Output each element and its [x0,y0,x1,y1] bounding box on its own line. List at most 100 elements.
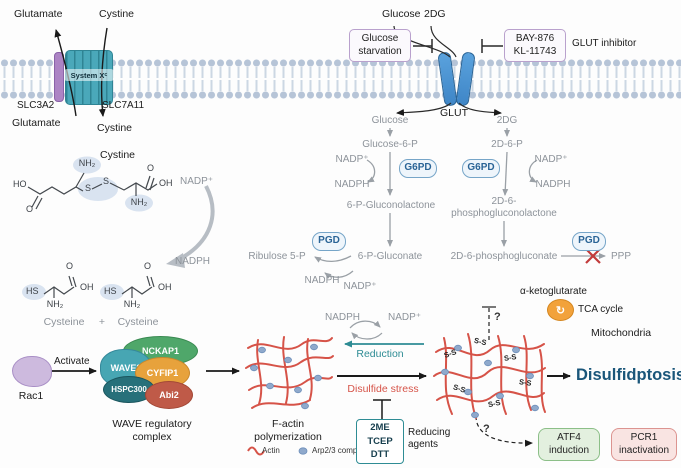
f-actin-line1: F-actin [271,418,305,430]
nh2-label-bottom: NH₂ [130,197,148,207]
ss-bond-label: S-S [503,352,518,363]
ho-label: HO [13,179,27,189]
nadp-left-label: NADP⁺ [335,154,369,165]
f-actin-arp-dots [250,343,322,410]
s-label-1: S [85,183,92,193]
o-label-right: O [147,163,155,173]
ribulose-label: Ribulose 5-P [248,251,306,262]
pcr1-line1: PCR1 [630,432,658,443]
glucose-top-label: Glucose [382,8,421,20]
pcr1-line2: inactivation [618,444,670,456]
f-actin-drawing [245,336,334,409]
alpha-ketoglutarate-label: α-ketoglutarate [520,286,587,297]
agent-dtt: DTT [370,449,390,461]
pgd-enzyme-left: PGD [312,232,346,251]
glut-label: GLUT [440,107,469,119]
slc7a11-label: SLC7A11 [102,100,145,111]
glut-inhibitor-drugs-box: BAY-876 KL-11743 [504,29,566,62]
pgd-label: PGD [318,235,340,247]
plus-label: + [98,316,106,328]
glutamate-top-label: Glutamate [14,8,63,20]
ppp-label: PPP [610,251,632,262]
bay876-label: BAY-876 [515,33,555,44]
mitochondria-label: Mitochondria [591,327,652,339]
membrane-inner-tails [0,80,681,91]
dg-top-label: 2DG [424,8,446,20]
membrane-outer-tails [0,67,681,78]
glut-lines [393,25,503,116]
glucose-starvation-line1: Glucose [361,33,399,44]
agent-2me: 2ME [370,421,390,433]
disulfide-stress-label: Disulfide stress [347,383,419,395]
s-label-2: S [103,176,110,186]
system-xc-text: System X [70,70,105,80]
nadp-below-label: NADP⁺ [343,281,377,292]
cysteine-label-1: Cysteine [43,316,85,328]
ss-bond-label: S-S [473,335,488,348]
2d-6p-label: 2D-6-P [491,139,523,150]
hspc300-label: HSPC300 [111,385,147,394]
legend-actin-label: Actin [262,446,280,455]
ppp-2dg: 2DG [496,115,518,126]
pgd-enzyme-right: PGD [572,232,606,251]
wave-complex-label: WAVE regulatory complex [112,418,191,443]
reducing-agents-label: Reducing agents [408,427,450,451]
rac1-label: Rac1 [18,390,44,402]
cys2-nh2-label: NH₂ [123,299,141,309]
glucose-starvation-box: Glucose starvation [349,29,411,62]
2d-gluconolactone-line2: phosphogluconolactone [451,208,557,219]
reducing-agents-box: 2ME TCEP DTT [356,419,404,464]
main-flow-arrows [52,367,571,419]
f-actin-line2: polymerization [254,430,322,443]
cystine-structure-title: Cystine [100,149,136,161]
legend-actin-icon [247,446,265,456]
wave2-label: WAVE2 [110,363,142,373]
redox-nadp-label: NADP⁺ [388,312,422,323]
cyfip1-label: CYFIP1 [146,368,179,378]
tca-cycle-label: TCA cycle [578,304,624,315]
ss-bond-label: S-S [518,377,533,388]
reducing-agents-line1: Reducing [408,427,451,438]
cys1-oh-label: OH [80,282,94,292]
activate-label: Activate [54,356,90,367]
kl11743-label: KL-11743 [513,45,557,57]
system-xc-subscript: c [104,72,108,78]
g6pd-label: G6PD [404,162,432,174]
o-label-left: O [26,204,34,214]
glutamate-bottom-label: Glutamate [12,117,61,129]
nadp-right-label: NADP⁺ [534,154,568,165]
disulfidptosis-title: Disulfidptosis [576,366,681,384]
gluconolactone-label: 6-P-Gluconolactone [346,200,436,211]
ppp-glucose: Glucose [371,115,409,126]
glut-inhibitor-label: GLUT inhibitor [572,38,637,49]
membrane-outer-heads [0,59,681,67]
question-mark-top: ? [494,311,501,323]
2d-gluconate-label: 2D-6-phosphogluconate [450,251,558,262]
cell-membrane [0,59,681,99]
hs-label-1: HS [26,286,39,296]
atf4-line1: ATF4 [557,432,581,443]
nckap1-label: NCKAP1 [141,346,179,356]
cycle-arrow-icon: ↻ [555,304,566,317]
cys2-oh-label: OH [158,282,172,292]
cystine-top-label: Cystine [99,8,135,20]
gluconate-label: 6-P-Gluconate [357,251,423,262]
slc3a2-subunit-shape [54,52,64,102]
membrane-inner-heads [0,91,681,99]
nadph-below-label: NADPH [304,275,340,286]
reducing-agents-line2: agents [408,439,439,450]
atf4-induction-box: ATF4 induction [538,428,600,461]
g6pd-enzyme-right: G6PD [462,159,500,178]
atf4-line2: induction [548,444,590,456]
nadph-left-label: NADPH [334,179,370,190]
oh-label-right: OH [159,178,173,188]
dashed-links [475,306,533,447]
cys1-nh2-label: NH₂ [46,299,64,309]
rac1-shape [12,356,52,387]
pcr1-inactivation-box: PCR1 inactivation [611,428,677,461]
cystine-bottom-label: Cystine [97,122,133,134]
agent-tcep: TCEP [367,435,393,447]
question-mark-bottom: ? [483,423,490,435]
wave-complex-line1: WAVE regulatory [112,418,192,430]
